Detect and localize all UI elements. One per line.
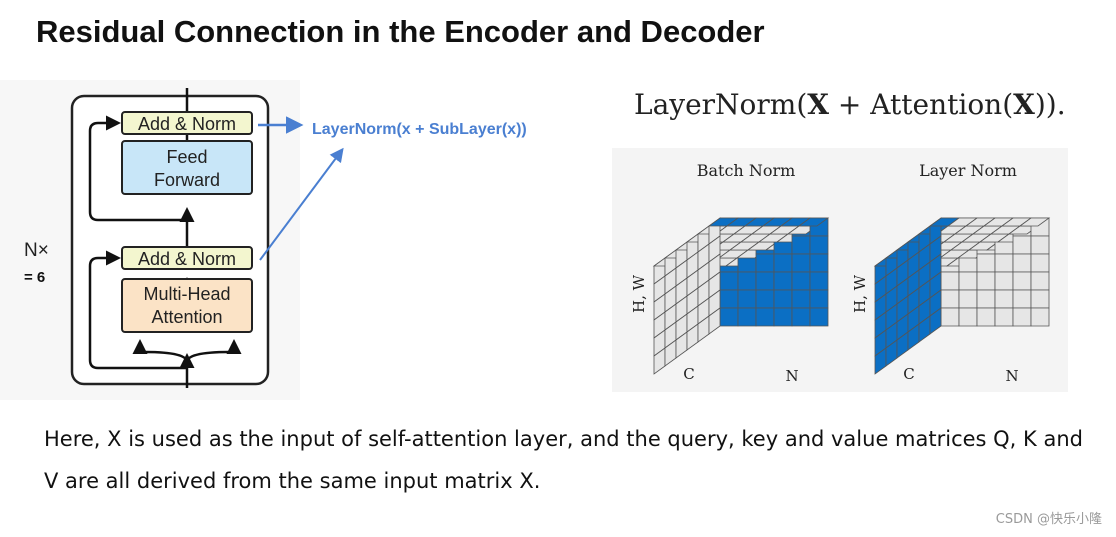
cube-cell-front	[1012, 235, 1032, 255]
cube-cell-front	[994, 271, 1014, 291]
cube-cell-front	[976, 271, 996, 291]
cube-cell-front	[809, 235, 829, 255]
cube-cell-front	[940, 271, 960, 291]
cube-cell-front	[940, 289, 960, 309]
cube-cell-top	[797, 217, 830, 227]
formula-suffix: )).	[1034, 88, 1066, 121]
batch-norm-cube	[652, 217, 830, 375]
cube-cell-front	[976, 253, 996, 273]
cube-cell-front	[755, 253, 775, 273]
cube-cell-front	[719, 307, 739, 327]
cube-cell-front	[755, 271, 775, 291]
encoder-outer-frame	[70, 94, 270, 386]
cube-cell-front	[1012, 271, 1032, 291]
cube-cell-left	[929, 307, 942, 335]
cube-cell-front	[976, 289, 996, 309]
feed-forward-label-line1: Feed	[166, 147, 207, 167]
formula-x-first: X	[807, 88, 830, 121]
cube-cell-front	[719, 271, 739, 291]
multi-head-attention-box: Multi-Head Attention	[121, 278, 253, 333]
feed-forward-box: Feed Forward	[121, 140, 253, 195]
layernorm-formula: LayerNorm(X + Attention(X)).	[634, 88, 1066, 121]
attention-label-line2: Attention	[151, 307, 222, 327]
layer-norm-cube	[873, 217, 1051, 375]
cube-cell-front	[791, 235, 811, 255]
batch-axis-hw: H, W	[630, 274, 648, 313]
top-add-norm-label: Add & Norm	[138, 114, 236, 134]
top-add-norm-box: Add & Norm	[121, 111, 253, 135]
cube-cell-front	[809, 289, 829, 309]
cube-cell-front	[737, 271, 757, 291]
cube-cell-front	[773, 289, 793, 309]
cube-cell-front	[791, 253, 811, 273]
cube-cell-front	[940, 307, 960, 327]
cube-cell-front	[994, 307, 1014, 327]
cube-cell-front	[976, 307, 996, 327]
layer-axis-hw: H, W	[851, 274, 869, 313]
cube-cell-front	[958, 307, 978, 327]
formula-x-second: X	[1013, 88, 1035, 121]
cube-cell-front	[1012, 307, 1032, 327]
layer-axis-n: N	[1005, 367, 1018, 385]
cube-cell-front	[737, 289, 757, 309]
bottom-add-norm-box: Add & Norm	[121, 246, 253, 270]
cube-cell-front	[1030, 235, 1050, 255]
cube-cell-front	[958, 289, 978, 309]
batch-vs-layer-norm-figure: Batch Norm Layer Norm H, W C N H, W C N	[612, 148, 1068, 392]
cube-cell-front	[1012, 253, 1032, 273]
bottom-add-norm-label: Add & Norm	[138, 249, 236, 269]
cube-cell-front	[773, 271, 793, 291]
cube-cell-front	[958, 271, 978, 291]
cube-cell-front	[755, 289, 775, 309]
cube-cell-front	[791, 271, 811, 291]
encoder-block-diagram: Add & Norm Feed Forward Add & Norm Multi…	[0, 80, 527, 400]
cube-cell-front	[1030, 253, 1050, 273]
batch-axis-c: C	[683, 365, 694, 383]
page-title: Residual Connection in the Encoder and D…	[36, 14, 765, 49]
attention-label-line1: Multi-Head	[143, 284, 230, 304]
cube-cell-front	[791, 307, 811, 327]
cube-cell-front	[737, 307, 757, 327]
caption-text: Here, X is used as the input of self-att…	[44, 427, 1083, 493]
cube-cell-front	[994, 289, 1014, 309]
cube-cell-front	[809, 307, 829, 327]
cube-cell-front	[755, 307, 775, 327]
repeat-label: N×	[24, 240, 49, 261]
repeat-value: = 6	[24, 269, 45, 286]
cube-cell-front	[994, 253, 1014, 273]
feed-forward-label-line2: Forward	[154, 170, 220, 190]
layer-norm-title: Layer Norm	[919, 161, 1017, 180]
cube-cell-front	[773, 307, 793, 327]
cube-cell-front	[719, 289, 739, 309]
layer-axis-c: C	[903, 365, 914, 383]
cube-cell-front	[809, 271, 829, 291]
cube-cell-front	[773, 253, 793, 273]
cube-cell-front	[1030, 271, 1050, 291]
cube-cell-front	[1030, 307, 1050, 327]
formula-mid: + Attention(	[829, 88, 1014, 121]
batch-axis-n: N	[785, 367, 798, 385]
cube-cell-front	[791, 289, 811, 309]
batch-norm-title: Batch Norm	[697, 161, 796, 180]
watermark: CSDN @快乐小隆	[995, 512, 1102, 527]
cube-cell-front	[809, 253, 829, 273]
cube-cell-left	[708, 307, 721, 335]
cube-cell-top	[1018, 217, 1051, 227]
cube-cell-front	[1012, 289, 1032, 309]
formula-prefix: LayerNorm(	[634, 88, 808, 121]
cube-cell-front	[1030, 289, 1050, 309]
layernorm-annotation: LayerNorm(x + SubLayer(x))	[312, 121, 527, 138]
